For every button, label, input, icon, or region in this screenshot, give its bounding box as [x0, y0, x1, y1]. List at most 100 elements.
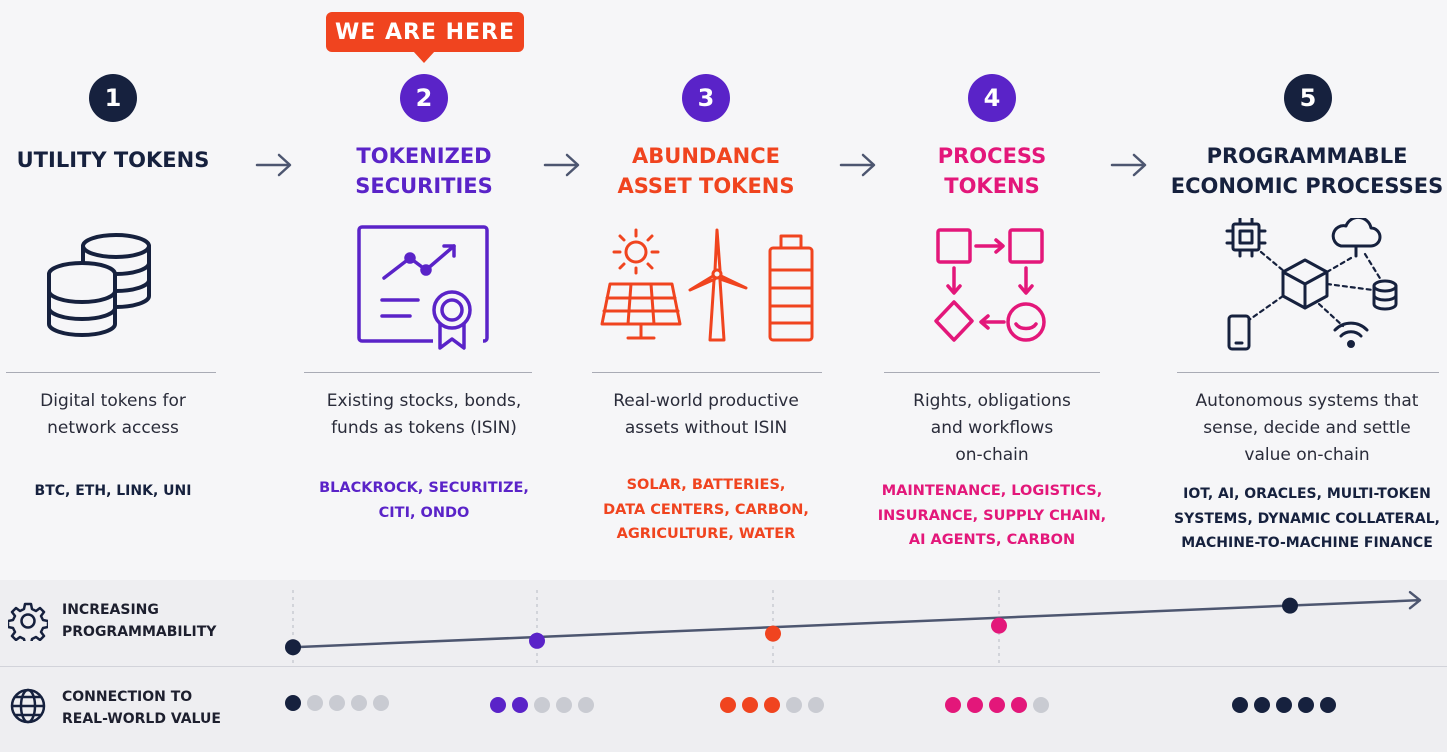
- connection-dot-filled: [285, 695, 301, 711]
- stage-3: 3 ABUNDANCE ASSET TOKENS Real-world prod…: [586, 0, 826, 570]
- programmability-timeline: [285, 590, 1422, 666]
- stage-4: 4 PROCESS TOKENS Rights, obligations and…: [868, 0, 1116, 570]
- connection-dot-empty: [1033, 697, 1049, 713]
- connection-dot-filled: [512, 697, 528, 713]
- programmability-point: [285, 639, 301, 656]
- stage-divider: [304, 372, 532, 373]
- description-line: network access: [47, 418, 179, 438]
- examples-line: BTC, ETH, LINK, UNI: [34, 483, 192, 499]
- connection-label: CONNECTION TO REAL-WORLD VALUE: [62, 686, 221, 730]
- connection-dot-filled: [720, 697, 736, 713]
- connection-dots: [720, 697, 824, 713]
- description-line: value on-chain: [1244, 445, 1370, 465]
- stage-title-line: UTILITY TOKENS: [16, 148, 210, 172]
- description-line: Autonomous systems that: [1195, 391, 1419, 411]
- examples-line: DATA CENTERS, CARBON,: [603, 501, 809, 518]
- coins-stack-icon: [47, 233, 151, 338]
- examples-line: MAINTENANCE, LOGISTICS,: [881, 483, 1103, 499]
- programmability-point: [991, 617, 1007, 634]
- trend-arrowhead-icon: [1408, 590, 1422, 610]
- stage-divider: [6, 372, 216, 373]
- label-line: PROGRAMMABILITY: [62, 624, 217, 640]
- connection-dot-filled: [1254, 697, 1270, 713]
- examples-line: AGRICULTURE, WATER: [616, 526, 796, 542]
- connection-dot-filled: [1011, 697, 1027, 713]
- stage-number-text: 2: [415, 84, 433, 112]
- arrow-right-icon: [255, 153, 292, 177]
- stage-examples: BTC, ETH, LINK, UNI: [0, 479, 226, 504]
- connection-dot-empty: [307, 695, 323, 711]
- globe-icon: [10, 688, 46, 724]
- badge-pointer: [413, 51, 435, 63]
- connection-dot-empty: [373, 695, 389, 711]
- connection-dot-filled: [967, 697, 983, 713]
- stage-title-line: ABUNDANCE: [632, 144, 780, 168]
- stage-title-line: ASSET TOKENS: [617, 174, 795, 198]
- connection-dot-empty: [578, 697, 594, 713]
- connection-dot-filled: [945, 697, 961, 713]
- connection-dot-filled: [989, 697, 1005, 713]
- connection-dot-filled: [1320, 697, 1336, 713]
- examples-line: SYSTEMS, DYNAMIC COLLATERAL,: [1174, 510, 1440, 527]
- stage-title-line: TOKENIZED: [356, 144, 492, 168]
- stage-description: Real-world productive assets without ISI…: [586, 388, 826, 442]
- stage-title-line: ECONOMIC PROCESSES: [1170, 174, 1444, 198]
- programmability-point: [529, 632, 545, 649]
- stage-number: 1: [89, 74, 137, 122]
- examples-line: SOLAR, BATTERIES,: [626, 477, 786, 493]
- stage-title-line: TOKENS: [944, 174, 1040, 198]
- certificate-chart-icon: [357, 225, 489, 354]
- stage-title-line: SECURITIES: [355, 174, 493, 198]
- connection-dots: [490, 697, 594, 713]
- connection-dot-empty: [786, 697, 802, 713]
- stage-number: 3: [682, 74, 730, 122]
- stage-5: 5 PROGRAMMABLE ECONOMIC PROCESSES: [1167, 0, 1447, 570]
- examples-line: AI AGENTS, CARBON: [908, 532, 1076, 548]
- description-line: Real-world productive: [613, 391, 799, 411]
- stage-number: 5: [1284, 74, 1332, 122]
- gear-icon: [8, 602, 48, 641]
- stage-description: Autonomous systems that sense, decide an…: [1167, 388, 1447, 469]
- stage-title: UTILITY TOKENS: [0, 145, 226, 175]
- programmability-point: [1282, 597, 1298, 614]
- workflow-icon: [934, 228, 1046, 342]
- connection-dot-filled: [490, 697, 506, 713]
- description-line: Existing stocks, bonds,: [326, 391, 522, 411]
- description-line: assets without ISIN: [624, 418, 788, 438]
- stage-divider: [884, 372, 1100, 373]
- solar-wind-battery-icon: [600, 228, 814, 342]
- stage-examples: MAINTENANCE, LOGISTICS, INSURANCE, SUPPL…: [868, 479, 1116, 553]
- description-line: Digital tokens for: [40, 391, 186, 411]
- badge-label: WE ARE HERE: [334, 19, 516, 45]
- label-line: INCREASING: [62, 602, 159, 618]
- connection-dot-empty: [556, 697, 572, 713]
- stage-1: 1 UTILITY TOKENS Digital tokens for netw…: [0, 0, 226, 570]
- label-line: REAL-WORLD VALUE: [62, 711, 221, 727]
- stage-title: ABUNDANCE ASSET TOKENS: [586, 141, 826, 201]
- examples-line: IOT, AI, ORACLES, MULTI-TOKEN: [1183, 486, 1431, 502]
- stage-description: Existing stocks, bonds, funds as tokens …: [304, 388, 544, 442]
- connection-dot-filled: [1298, 697, 1314, 713]
- network-cube-icon: [1225, 218, 1398, 351]
- connection-dots: [945, 697, 1049, 713]
- connection-dot-filled: [1232, 697, 1248, 713]
- connection-dot-filled: [764, 697, 780, 713]
- stage-number: 2: [400, 74, 448, 122]
- stage-number-text: 5: [1299, 84, 1317, 112]
- stage-description: Rights, obligations and workflows on-cha…: [868, 388, 1116, 469]
- examples-line: BLACKROCK, SECURITIZE,: [319, 480, 529, 496]
- stage-divider: [592, 372, 822, 373]
- programmability-trend-line: [292, 598, 1421, 649]
- label-line: CONNECTION TO: [62, 689, 193, 705]
- description-line: on-chain: [955, 445, 1029, 465]
- connection-dot-filled: [742, 697, 758, 713]
- description-line: funds as tokens (ISIN): [331, 418, 517, 438]
- stage-title: TOKENIZED SECURITIES: [304, 141, 544, 201]
- connection-dot-empty: [808, 697, 824, 713]
- stage-number-text: 3: [697, 84, 715, 112]
- description-line: Rights, obligations: [913, 391, 1071, 411]
- stage-number-text: 1: [104, 84, 122, 112]
- stage-examples: IOT, AI, ORACLES, MULTI-TOKEN SYSTEMS, D…: [1167, 482, 1447, 556]
- connection-dot-empty: [351, 695, 367, 711]
- examples-line: INSURANCE, SUPPLY CHAIN,: [877, 507, 1107, 524]
